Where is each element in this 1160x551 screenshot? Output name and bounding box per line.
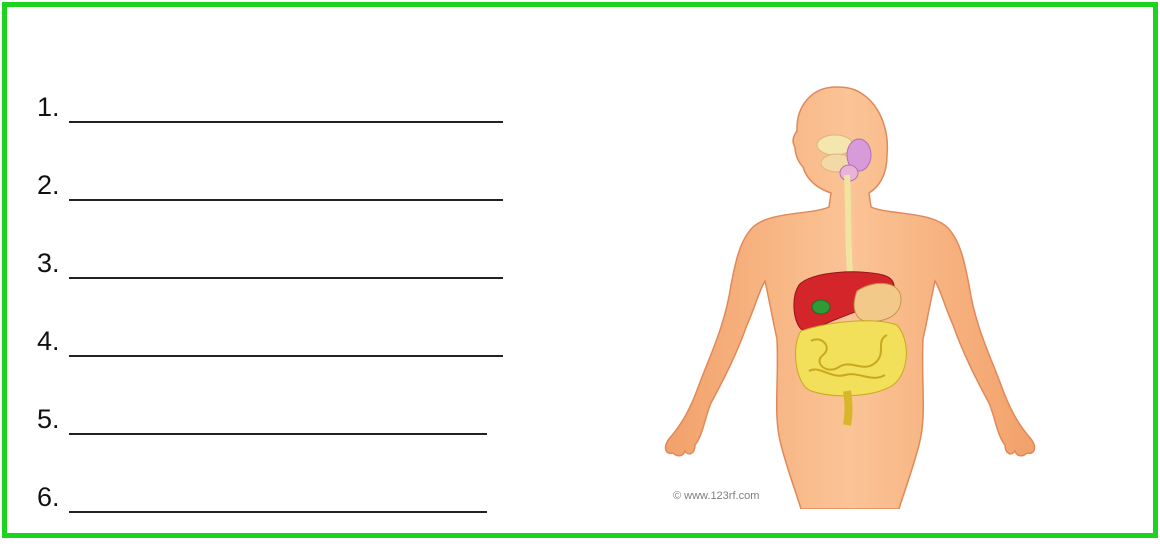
answer-line[interactable]	[69, 327, 503, 357]
answer-number: 1.	[37, 92, 67, 123]
answer-line[interactable]	[69, 405, 487, 435]
watermark-text: © www.123rf.com	[673, 490, 759, 502]
answer-row-3: 3.	[37, 239, 503, 279]
answer-line[interactable]	[69, 483, 487, 513]
answer-line[interactable]	[69, 171, 503, 201]
answer-row-5: 5.	[37, 395, 503, 435]
answer-row-2: 2.	[37, 161, 503, 201]
worksheet-frame: 1. 2. 3. 4. 5. 6.	[2, 2, 1158, 538]
answer-number: 4.	[37, 326, 67, 357]
answer-blanks: 1. 2. 3. 4. 5. 6.	[37, 83, 503, 551]
answer-row-1: 1.	[37, 83, 503, 123]
digestive-system-figure: © www.123rf.com	[661, 85, 1041, 509]
answer-number: 6.	[37, 482, 67, 513]
gallbladder	[812, 300, 830, 314]
answer-row-4: 4.	[37, 317, 503, 357]
answer-number: 3.	[37, 248, 67, 279]
answer-number: 2.	[37, 170, 67, 201]
answer-number: 5.	[37, 404, 67, 435]
digestive-system-illustration: © www.123rf.com	[661, 85, 1041, 509]
answer-row-6: 6.	[37, 473, 503, 513]
answer-line[interactable]	[69, 93, 503, 123]
answer-line[interactable]	[69, 249, 503, 279]
esophagus	[847, 175, 851, 285]
